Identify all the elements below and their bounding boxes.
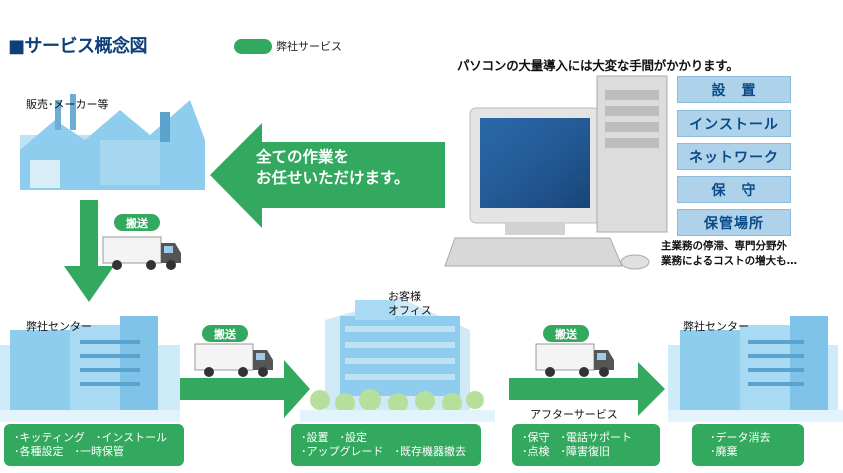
node-customer-line-2: オフィス: [388, 304, 432, 317]
page-title: ■サービス概念図: [8, 36, 148, 57]
carry-badge-1: 搬送: [114, 214, 160, 231]
building-center-left: [0, 316, 180, 422]
service-line: ･データ消去: [710, 431, 771, 444]
burden-note: 主業務の停滞、専門分野外 業務によるコストの増大も…: [661, 239, 797, 269]
service-line: ･各種設定 ･一時保管: [14, 445, 124, 458]
service-box-center-right: ･データ消去 ･廃棄: [692, 424, 804, 466]
task-maintenance: 保 守: [677, 176, 791, 203]
carry-badge-2: 搬送: [202, 325, 248, 342]
service-line: ･キッティング ･インストール: [14, 431, 168, 444]
after-service-label: アフターサービス: [530, 408, 618, 421]
truck-icon-3: [535, 343, 614, 377]
carry-badge-3: 搬送: [543, 325, 589, 342]
service-box-center-left: ･キッティング ･インストール ･各種設定 ･一時保管: [4, 424, 184, 466]
legend-swatch: [234, 39, 272, 54]
node-maker-label: 販売･メーカー等: [26, 98, 109, 111]
task-software-install: インストール: [677, 110, 791, 137]
big-arrow-line-2: お任せいただけます。: [256, 169, 410, 187]
truck-icon-2: [194, 343, 273, 377]
task-storage: 保管場所: [677, 209, 791, 236]
factory-icon: [20, 94, 205, 190]
burden-line-2: 業務によるコストの増大も…: [661, 255, 798, 267]
big-arrow-label: 全ての作業を お任せいただけます。: [256, 147, 409, 189]
big-arrow-line-1: 全ての作業を: [256, 148, 350, 166]
headline: パソコンの大量導入には大変な手間がかかります。: [457, 58, 739, 73]
node-center-left-label: 弊社センター: [26, 320, 92, 333]
big-left-arrow: [210, 123, 445, 228]
service-line: ･アップグレード ･既存機器撤去: [301, 445, 466, 458]
computer-icon: [444, 75, 668, 270]
legend-label: 弊社サービス: [276, 40, 342, 53]
arrow-right-2: [509, 362, 665, 416]
node-customer-label: お客様 オフィス: [388, 290, 432, 318]
arrow-right-1: [180, 360, 310, 418]
node-customer-line-1: お客様: [388, 290, 421, 303]
service-box-after: ･保守 ･電話サポート ･点検 ･障害復旧: [512, 424, 660, 466]
service-line: ･点検 ･障害復旧: [522, 445, 610, 458]
task-network: ネットワーク: [677, 143, 791, 170]
service-line: ･設置 ･設定: [301, 431, 367, 444]
arrow-down: [64, 200, 114, 302]
service-line: ･保守 ･電話サポート: [522, 431, 632, 444]
burden-line-1: 主業務の停滞、専門分野外: [661, 240, 787, 252]
customer-office-building: [300, 298, 495, 422]
truck-icon-1: [102, 236, 181, 270]
service-line: ･廃棄: [710, 445, 738, 458]
node-center-right-label: 弊社センター: [683, 320, 749, 333]
building-center-right: [668, 316, 843, 422]
service-box-customer: ･設置 ･設定 ･アップグレード ･既存機器撤去: [291, 424, 481, 466]
task-install-setup: 設 置: [677, 76, 791, 103]
